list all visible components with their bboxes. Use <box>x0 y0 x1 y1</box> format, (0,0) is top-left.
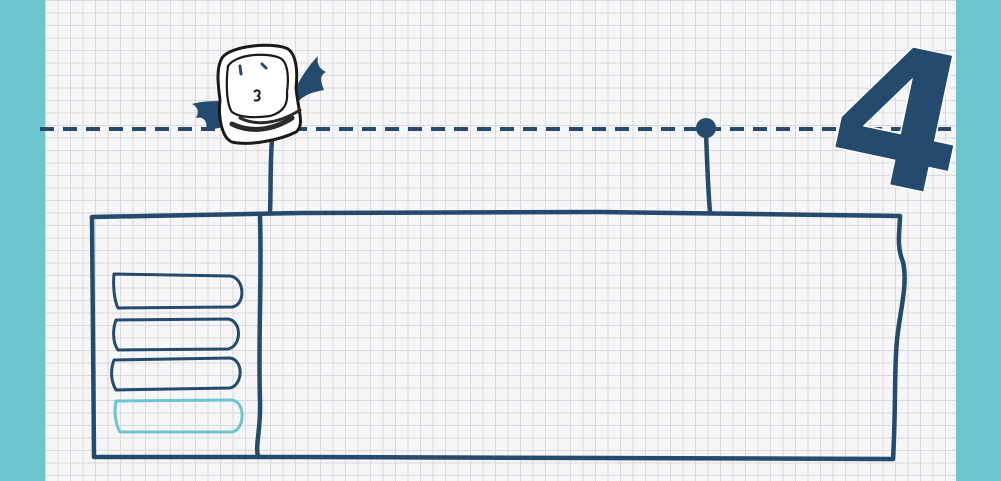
winged-flying-mascot-icon <box>192 43 326 145</box>
step-number: 4 <box>812 0 987 241</box>
pin-connector-line <box>703 129 713 215</box>
left-side-band <box>0 0 45 481</box>
sidebar-menu <box>110 272 244 434</box>
anchor-dot-icon <box>696 118 716 138</box>
sidebar-divider <box>254 213 263 459</box>
sidebar-menu-item-highlighted[interactable] <box>113 398 244 434</box>
sidebar-menu-item[interactable] <box>110 356 242 392</box>
sidebar-menu-item[interactable] <box>112 317 240 352</box>
right-side-band <box>956 0 1001 481</box>
sidebar-menu-item[interactable] <box>112 272 244 310</box>
app-window-frame <box>89 209 907 462</box>
mascot-connector-line <box>267 137 275 216</box>
